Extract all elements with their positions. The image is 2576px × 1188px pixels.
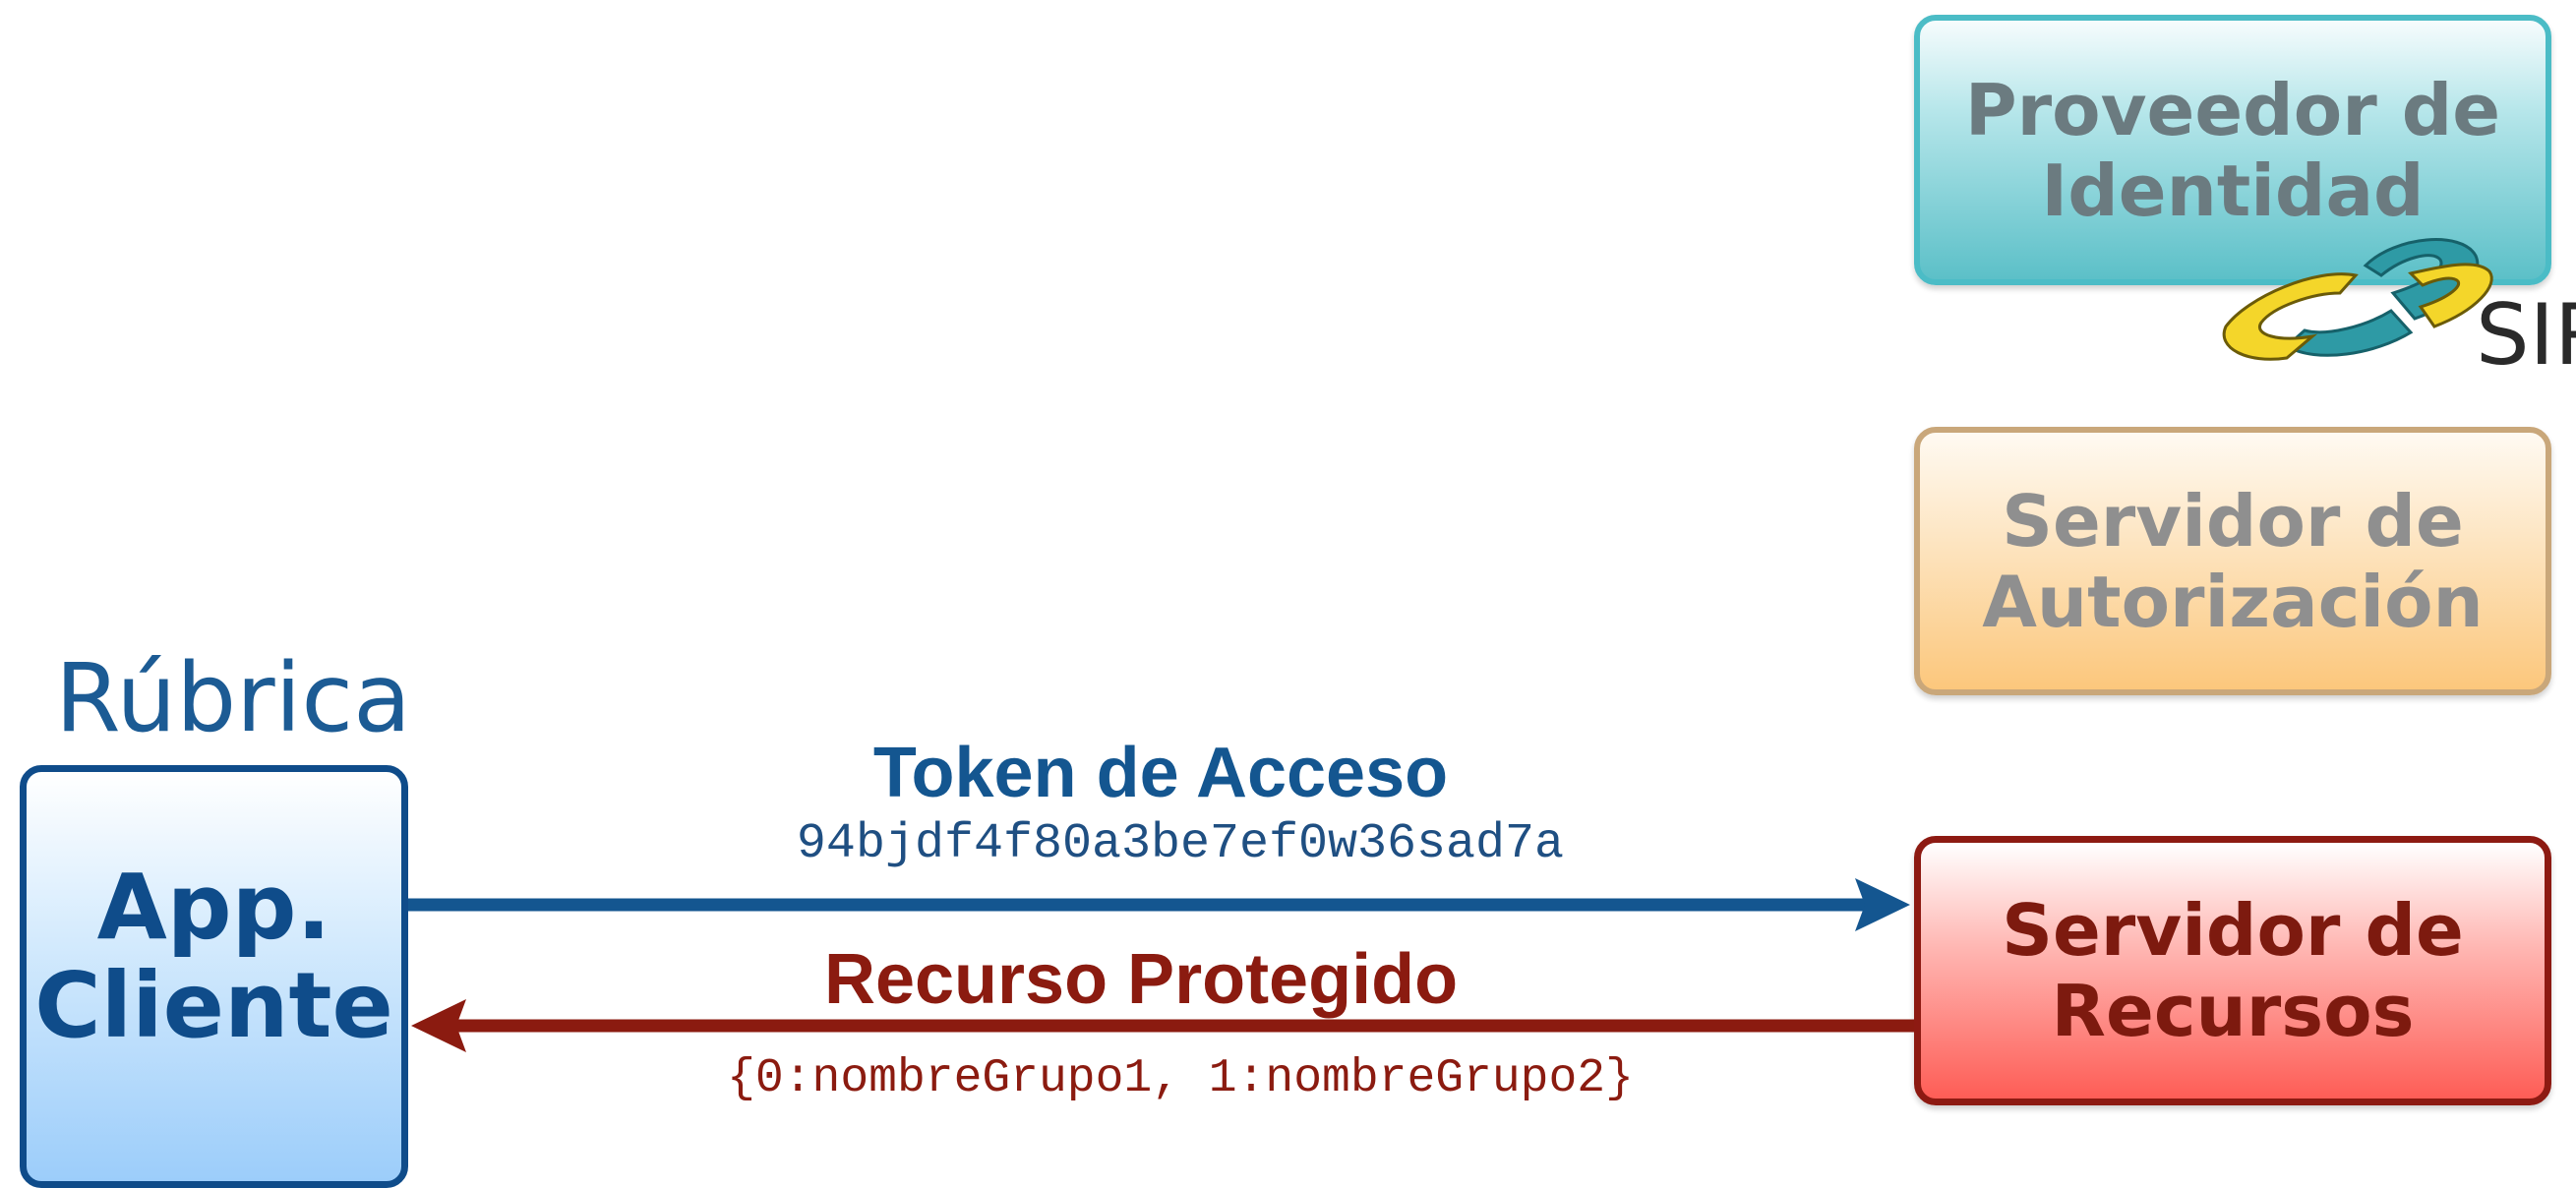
client-label-line2: Cliente: [34, 953, 393, 1058]
sir-logo-yellow-upper: [2408, 263, 2493, 328]
resource-flow-label: Recurso Protegido: [823, 940, 1459, 1019]
client-app-box: App. Cliente: [20, 765, 408, 1188]
resource-flow-value: {0:nombreGrupo1, 1:nombreGrupo2}: [727, 1052, 1634, 1105]
client-name: Rúbrica: [55, 643, 411, 753]
sir-logo: SIR: [2222, 238, 2576, 376]
identity-provider-label-line1: Proveedor de: [1964, 68, 2501, 151]
resource-server-label-line2: Recursos: [2051, 970, 2415, 1052]
authorization-server-label-line2: Autorización: [1982, 560, 2484, 643]
resource-arrow-head: [411, 999, 466, 1052]
token-flow-label: Token de Acceso: [872, 734, 1449, 812]
authorization-server-box: Servidor de Autorización: [1914, 427, 2551, 695]
sir-logo-yellow-ring: [2222, 272, 2359, 361]
resource-server-box: Servidor de Recursos: [1914, 836, 2551, 1105]
identity-provider-box: Proveedor de Identidad: [1914, 15, 2551, 285]
identity-provider-label-line2: Identidad: [2041, 148, 2425, 232]
token-flow-value: 94bjdf4f80a3be7ef0w36sad7a: [796, 816, 1565, 872]
client-label-line1: App.: [96, 855, 331, 960]
sir-logo-text: SIR: [2476, 286, 2576, 376]
token-arrow-head: [1855, 878, 1910, 931]
resource-server-label-line1: Servidor de: [2002, 889, 2464, 972]
sir-logo-teal-lower: [2284, 309, 2414, 357]
authorization-server-label-line1: Servidor de: [2002, 479, 2464, 563]
